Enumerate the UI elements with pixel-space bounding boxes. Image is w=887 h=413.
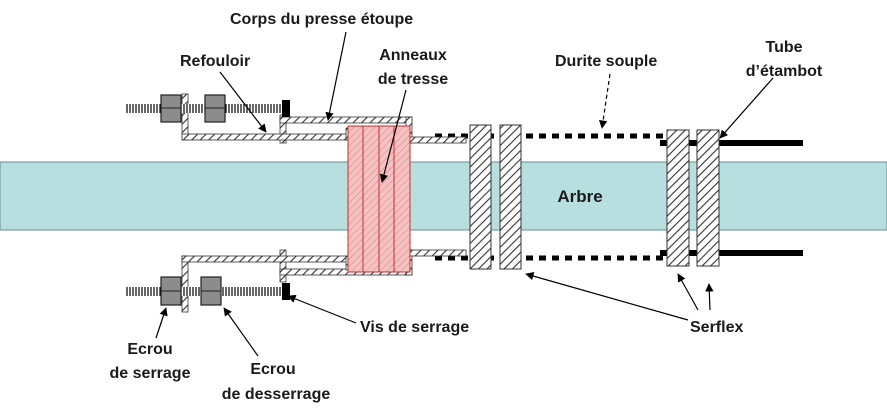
stern-tube — [660, 140, 803, 256]
label-ecrou-serrage-2: de serrage — [110, 365, 191, 382]
label-durite: Durite souple — [555, 53, 657, 70]
label-tube-2: d’étambot — [746, 63, 823, 80]
label-ecrou-serrage-1: Ecrou — [127, 341, 172, 358]
label-vis: Vis de serrage — [360, 319, 469, 336]
nut-upper-tightening — [160, 94, 182, 123]
label-ecrou-desserrage-1: Ecrou — [250, 361, 295, 378]
arrow-refouloir — [219, 71, 267, 133]
hose-clamps — [469, 124, 720, 270]
arrow-ecrou-serrage — [155, 307, 168, 339]
pointer-arrows — [155, 31, 774, 357]
label-anneaux-1: Anneaux — [379, 47, 447, 64]
label-ecrou-desserrage-2: de desserrage — [222, 386, 331, 403]
arrow-serflex-mid — [677, 273, 699, 311]
arrow-durite — [598, 73, 611, 129]
arrow-ecrou-desserrage — [223, 307, 259, 357]
packing-rings — [347, 125, 411, 273]
nut-lower-tightening — [160, 276, 182, 306]
bolt-head-lower — [282, 283, 290, 300]
label-refouloir: Refouloir — [180, 53, 250, 70]
label-serflex: Serflex — [690, 319, 743, 336]
label-tube-1: Tube — [765, 39, 802, 56]
bolt-head-upper — [282, 100, 290, 117]
shaft — [0, 161, 887, 231]
arrow-tube — [719, 77, 774, 139]
arrow-serflex-left — [525, 272, 689, 321]
arrow-vis — [287, 294, 357, 324]
label-corps: Corps du presse étoupe — [230, 11, 413, 28]
arrow-anneaux — [379, 89, 407, 183]
arrow-corps — [325, 31, 347, 121]
label-anneaux-2: de tresse — [378, 71, 448, 88]
arrow-serflex-right — [705, 283, 714, 311]
nut-upper-loosening — [204, 94, 226, 123]
nut-lower-loosening — [200, 276, 222, 306]
label-arbre: Arbre — [557, 187, 602, 206]
